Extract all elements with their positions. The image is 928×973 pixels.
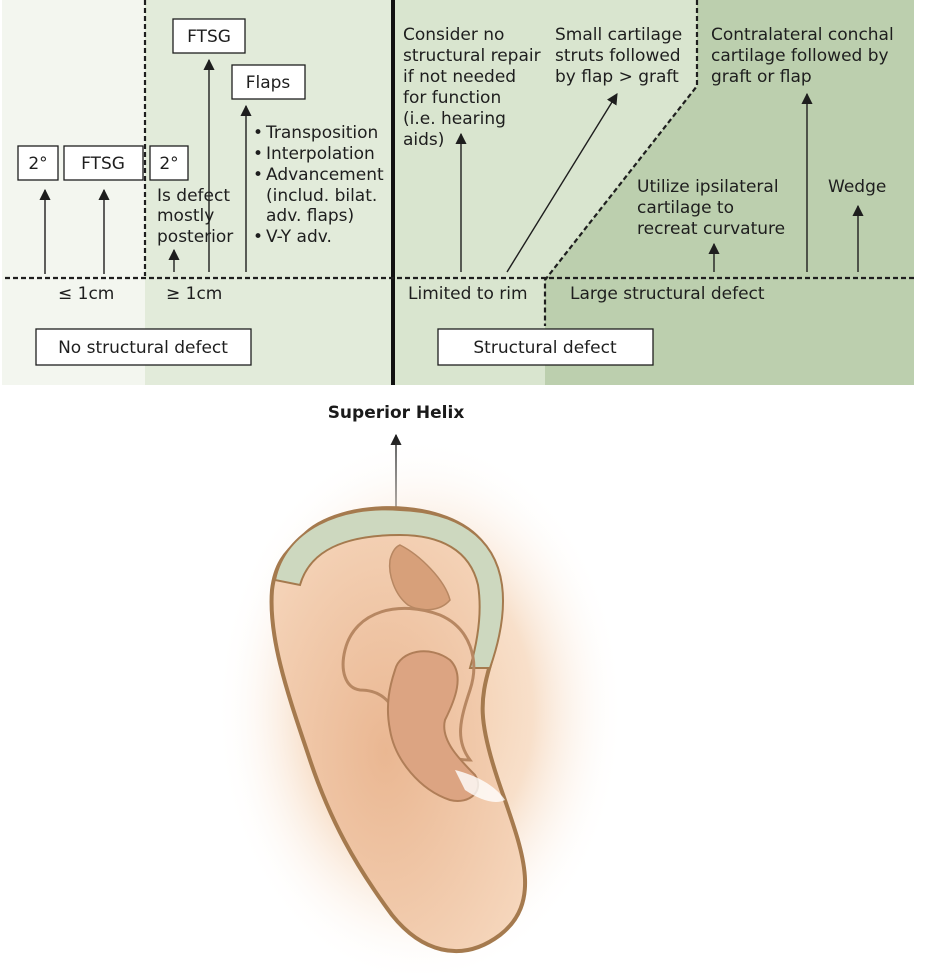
box-ftsg-small: FTSG — [63, 145, 144, 181]
svg-text:•: • — [253, 227, 263, 247]
svg-text:•: • — [253, 165, 263, 185]
flap-types-list: • Transposition • Interpolation • Advanc… — [253, 123, 384, 247]
svg-text:•: • — [253, 123, 263, 143]
box-label: 2° — [159, 154, 178, 174]
helix-highlight — [273, 508, 505, 669]
box-no-structural-defect: No structural defect — [35, 328, 252, 366]
box-label: 2° — [28, 154, 47, 174]
background-panels — [2, 0, 914, 385]
box-flaps: Flaps — [231, 64, 306, 100]
svg-text:V-Y adv.: V-Y adv. — [266, 227, 332, 247]
box-label: Flaps — [246, 73, 291, 93]
box-label: Structural defect — [473, 338, 617, 358]
label-wedge: Wedge — [828, 177, 886, 197]
label-ipsilateral: Utilize ipsilateral cartilage to recreat… — [637, 177, 785, 239]
concha — [386, 650, 480, 802]
arrows — [39, 58, 864, 274]
label-consider-no-repair: Consider no structural repair if not nee… — [403, 25, 546, 150]
svg-text:(includ. bilat.: (includ. bilat. — [266, 186, 377, 206]
rim-divider — [543, 0, 699, 326]
label-size-large: ≥ 1cm — [166, 284, 222, 304]
label-size-small: ≤ 1cm — [58, 284, 114, 304]
svg-text:Advancement: Advancement — [266, 165, 384, 185]
label-posterior: Is defect mostly posterior — [157, 186, 235, 247]
svg-text:Interpolation: Interpolation — [266, 144, 375, 164]
antihelix — [341, 607, 476, 762]
label-superior-helix: Superior Helix — [328, 403, 465, 423]
svg-text:Transposition: Transposition — [265, 123, 378, 143]
ear-fossa — [388, 544, 451, 611]
svg-text:adv. flaps): adv. flaps) — [266, 206, 354, 226]
label-contralateral: Contralateral conchal cartilage followed… — [711, 25, 899, 87]
label-large-structural-defect: Large structural defect — [570, 284, 765, 304]
box-structural-defect: Structural defect — [437, 328, 654, 366]
box-label: FTSG — [187, 27, 231, 47]
svg-text:•: • — [253, 144, 263, 164]
ear-illustration — [215, 425, 625, 973]
box-second-intent-large: 2° — [149, 145, 189, 181]
label-small-cartilage: Small cartilage struts followed by flap … — [555, 25, 688, 87]
box-second-intent-small: 2° — [17, 145, 59, 181]
arrow-to-small-cartilage — [506, 93, 618, 273]
box-label: No structural defect — [58, 338, 228, 358]
antitragus-highlight — [455, 770, 505, 802]
label-limited-to-rim: Limited to rim — [408, 284, 528, 304]
box-label: FTSG — [81, 154, 125, 174]
box-ftsg-large: FTSG — [172, 18, 246, 54]
